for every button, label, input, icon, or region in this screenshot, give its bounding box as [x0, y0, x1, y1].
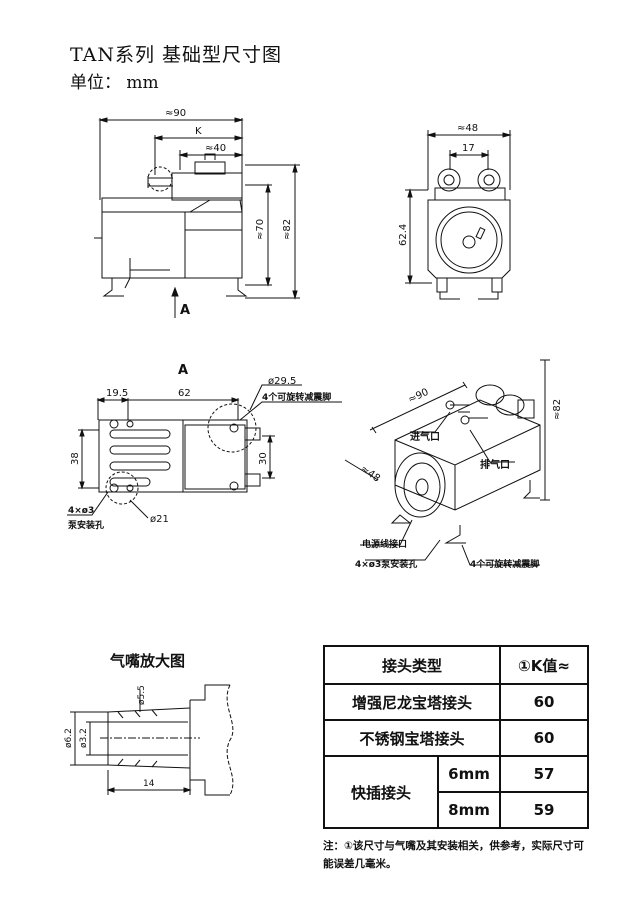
view-marker-a: A — [180, 303, 190, 318]
k-table-header-type: 接头类型 — [323, 645, 501, 685]
dim-3-2: ø3.2 — [79, 728, 89, 748]
k-table-row3-val2: 59 — [499, 791, 589, 829]
k-table-row1-name: 增强尼龙宝塔接头 — [323, 683, 501, 721]
nozzle-zoom-title: 气嘴放大图 — [110, 652, 186, 670]
dim-40: ≈40 — [205, 143, 226, 154]
unit-label: 单位： mm — [70, 73, 159, 93]
dim-6-2: ø6.2 — [64, 728, 74, 748]
dim-62: 62 — [178, 388, 191, 399]
page-title: TAN系列 基础型尺寸图 — [70, 44, 283, 66]
side-view: ≈48 17 62.4 — [398, 123, 512, 300]
dim-19-5: 19.5 — [106, 388, 128, 399]
k-table-header-k: ①K值≈ — [499, 645, 589, 685]
k-table-row3-name: 快插接头 — [323, 755, 439, 829]
dim-14: 14 — [143, 779, 155, 789]
k-table-row3-sub2: 8mm — [437, 791, 501, 829]
nozzle-zoom: ø5.5 ø6.2 ø3.2 14 — [64, 684, 234, 796]
dim-iso-82: ≈82 — [552, 399, 563, 420]
k-value-table: 接头类型 ①K值≈ 增强尼龙宝塔接头 60 不锈钢宝塔接头 60 快插接头 6m… — [323, 645, 589, 829]
dim-total-width: ≈90 — [165, 108, 186, 119]
dim-21: ø21 — [150, 514, 169, 525]
label-feet-a: 4个可旋转减震脚 — [262, 391, 331, 403]
dim-iso-48: ≈48 — [358, 463, 382, 484]
label-outlet: 排气口 — [480, 458, 510, 471]
front-view: ≈90 K ≈40 ≈70 ≈8 — [94, 108, 300, 318]
k-table-row1-value: 60 — [499, 683, 589, 721]
k-table-row3-val1: 57 — [499, 755, 589, 793]
dim-k: K — [195, 126, 202, 137]
k-table-row2-value: 60 — [499, 719, 589, 757]
dim-70: ≈70 — [255, 219, 266, 240]
dim-29-5: ø29.5 — [268, 376, 296, 387]
dim-5-5: ø5.5 — [137, 685, 147, 705]
label-iso-feet: 4个可旋转减震脚 — [470, 558, 539, 570]
k-table-row2-name: 不锈钢宝塔接头 — [323, 719, 501, 757]
label-holes-a-2: 泵安装孔 — [68, 519, 104, 531]
dim-82: ≈82 — [282, 219, 293, 240]
iso-view: ≈90 ≈48 ≈82 进气口 排气口 电源线接口 4×ø3泵安装孔 4个可旋转… — [344, 359, 563, 570]
label-holes-a-1: 4×ø3 — [68, 506, 94, 516]
label-inlet: 进气口 — [410, 430, 440, 443]
view-a: A 19.5 62 38 — [67, 363, 342, 531]
dim-38: 38 — [70, 452, 81, 465]
label-power: 电源线接口 — [362, 538, 407, 550]
footnote: 注：①该尺寸与气嘴及其安装相关，供参考，实际尺寸可能误差几毫米。 — [323, 840, 584, 870]
label-iso-holes: 4×ø3泵安装孔 — [355, 558, 417, 570]
k-table-row3-sub1: 6mm — [437, 755, 501, 793]
dim-side-48: ≈48 — [457, 123, 478, 134]
dim-side-17: 17 — [462, 143, 475, 154]
dim-side-62-4: 62.4 — [398, 224, 409, 246]
view-a-label: A — [178, 363, 188, 378]
dim-30: 30 — [258, 452, 269, 465]
